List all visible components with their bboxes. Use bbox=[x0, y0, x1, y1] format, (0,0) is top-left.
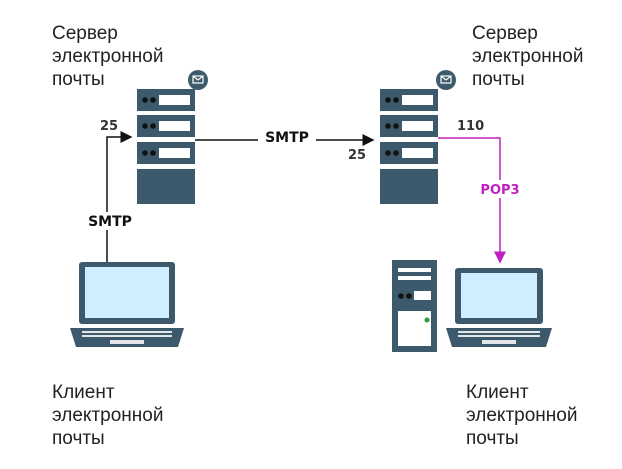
port-right-server-out: 110 bbox=[457, 119, 484, 134]
protocol-server-to-client: POP3 bbox=[480, 183, 519, 198]
server-left-label: Сервер электронной почты bbox=[52, 23, 164, 90]
server-left bbox=[137, 89, 195, 204]
envelope-icon bbox=[436, 70, 456, 90]
port-right-server-in: 25 bbox=[348, 148, 366, 163]
arrow-client-to-server bbox=[106, 131, 133, 262]
protocol-client-to-server: SMTP bbox=[88, 214, 132, 230]
client-right-label: Клиент электронной почты bbox=[466, 382, 578, 449]
server-right-label: Сервер электронной почты bbox=[472, 23, 584, 90]
port-left-server-in: 25 bbox=[100, 119, 118, 134]
laptop-left bbox=[70, 262, 184, 347]
laptop-right bbox=[446, 268, 552, 347]
desktop-tower bbox=[392, 260, 437, 352]
client-left-label: Клиент электронной почты bbox=[52, 382, 164, 449]
server-right bbox=[380, 89, 438, 204]
arrow-server-to-client bbox=[438, 137, 506, 264]
protocol-server-to-server: SMTP bbox=[265, 130, 309, 146]
envelope-icon bbox=[188, 70, 208, 90]
